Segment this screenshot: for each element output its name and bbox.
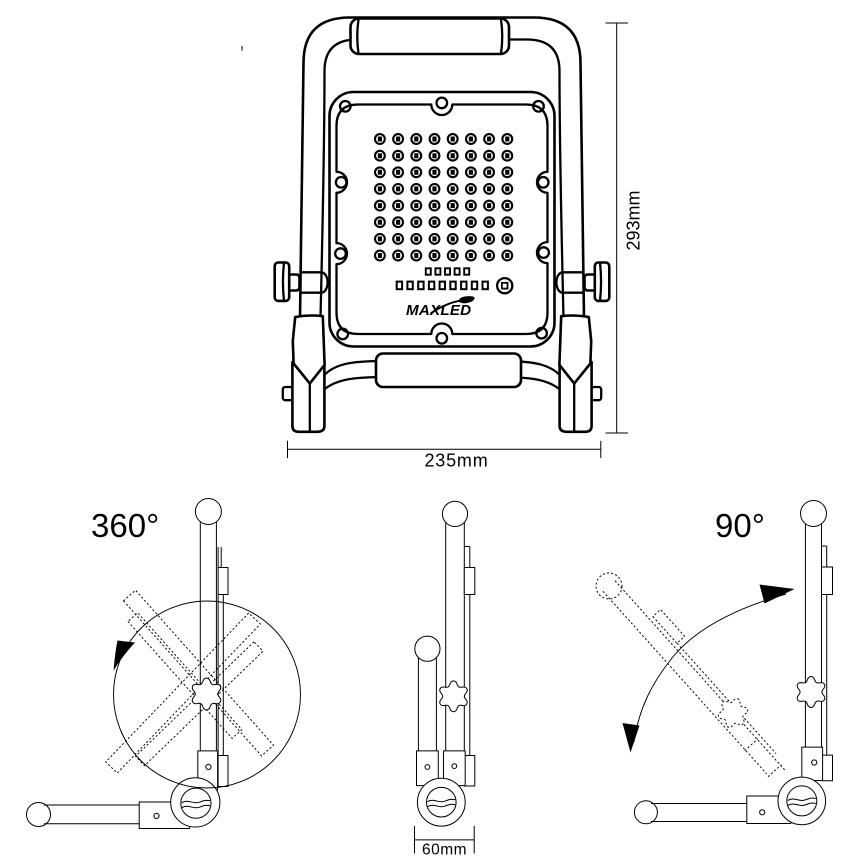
svg-text:235mm: 235mm xyxy=(424,451,488,471)
svg-text:60mm: 60mm xyxy=(422,842,467,859)
svg-text:90°: 90° xyxy=(715,507,765,544)
svg-text:MAXLED: MAXLED xyxy=(406,302,471,319)
svg-text:293mm: 293mm xyxy=(624,190,644,250)
svg-text:360°: 360° xyxy=(91,507,159,544)
